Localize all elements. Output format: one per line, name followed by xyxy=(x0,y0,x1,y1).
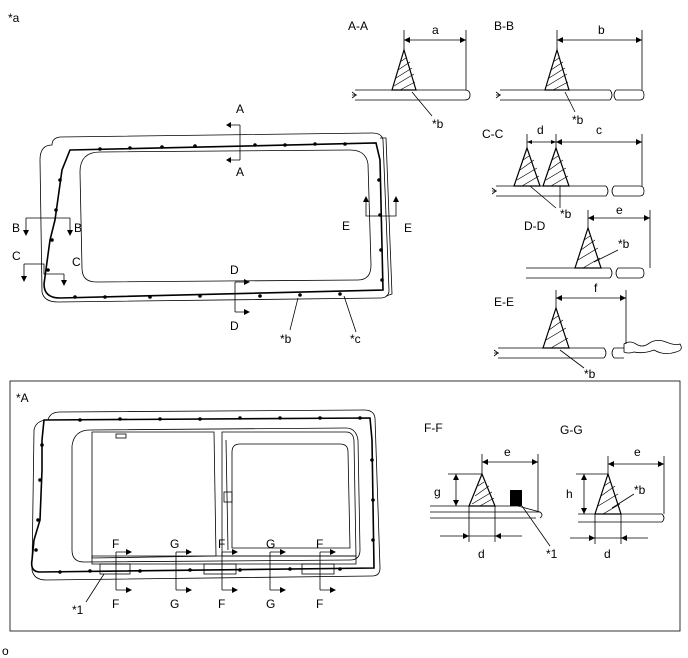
svg-text:G: G xyxy=(170,537,179,551)
section-a-bottom: A xyxy=(236,165,244,179)
svg-text:e: e xyxy=(504,445,511,459)
svg-text:D-D: D-D xyxy=(524,219,546,233)
section-a-top: A xyxy=(236,102,244,116)
section-detail-ff: F-F e g d *1 xyxy=(424,421,558,561)
svg-text:F: F xyxy=(316,597,323,611)
svg-text:*b: *b xyxy=(560,207,572,221)
section-detail-gg: G-G e h d *b xyxy=(560,423,665,561)
window-glass-top: A A B B C C D D E E *b *c xyxy=(12,102,412,346)
section-e-left: E xyxy=(342,219,350,233)
section-detail-dd: D-D e *b xyxy=(524,203,651,279)
svg-text:e: e xyxy=(634,445,641,459)
section-b-left: B xyxy=(12,221,20,235)
section-d-bottom: D xyxy=(230,319,239,333)
svg-text:b: b xyxy=(598,23,605,37)
callout-b-top: *b xyxy=(280,332,292,346)
bead-dots-bottom xyxy=(34,416,375,574)
svg-text:F: F xyxy=(112,537,119,551)
section-b-right: B xyxy=(74,221,82,235)
svg-text:A-A: A-A xyxy=(348,19,368,33)
svg-text:*b: *b xyxy=(572,113,584,127)
svg-text:*b: *b xyxy=(584,367,596,381)
section-detail-aa: A-A a *b xyxy=(348,19,471,131)
section-c-left: C xyxy=(12,249,21,263)
footer-code: o xyxy=(2,644,9,658)
callout-1-bottom: *1 xyxy=(72,603,84,617)
svg-text:d: d xyxy=(537,123,544,137)
section-detail-ee: E-E f *b xyxy=(493,281,682,381)
svg-text:F: F xyxy=(112,597,119,611)
figure-ref-a: *a xyxy=(8,11,20,25)
sub-view-box-a: *A xyxy=(9,380,681,632)
svg-text:*b: *b xyxy=(634,483,646,497)
box-ref-label: *A xyxy=(16,391,29,405)
urethane-bead-top xyxy=(43,142,384,299)
section-d-top: D xyxy=(230,263,239,277)
svg-text:d: d xyxy=(478,547,485,561)
svg-text:G: G xyxy=(266,537,275,551)
svg-text:e: e xyxy=(616,203,623,217)
svg-text:f: f xyxy=(594,281,598,295)
svg-text:G-G: G-G xyxy=(560,423,583,437)
svg-text:h: h xyxy=(566,487,573,501)
svg-text:F: F xyxy=(218,597,225,611)
svg-text:*b: *b xyxy=(432,117,444,131)
bead-dots-top xyxy=(46,142,384,299)
svg-text:*b: *b xyxy=(618,237,630,251)
svg-text:E-E: E-E xyxy=(494,295,514,309)
svg-text:G: G xyxy=(266,597,275,611)
svg-text:F: F xyxy=(316,537,323,551)
callout-c-top: *c xyxy=(350,332,361,346)
urethane-bead-bottom xyxy=(30,417,375,573)
svg-text:C-C: C-C xyxy=(482,127,504,141)
svg-text:B-B: B-B xyxy=(494,19,514,33)
svg-text:a: a xyxy=(432,23,439,37)
svg-text:*1: *1 xyxy=(546,547,558,561)
svg-text:c: c xyxy=(596,123,602,137)
section-detail-bb: B-B b *b xyxy=(494,19,645,127)
section-e-right: E xyxy=(404,221,412,235)
svg-text:F: F xyxy=(218,537,225,551)
svg-text:F-F: F-F xyxy=(424,421,443,435)
section-markers-fg: F F G G F F G G F F xyxy=(112,537,336,611)
svg-text:g: g xyxy=(434,485,441,499)
svg-text:G: G xyxy=(170,597,179,611)
section-detail-cc: C-C d c *b xyxy=(482,123,645,221)
section-c-right: C xyxy=(72,255,81,269)
svg-text:d: d xyxy=(604,547,611,561)
